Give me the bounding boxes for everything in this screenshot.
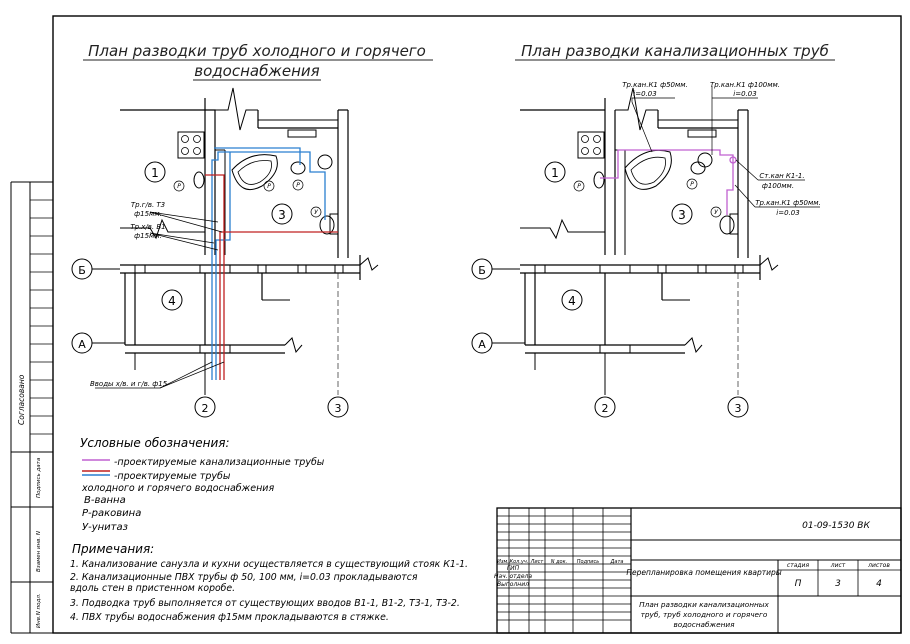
axis-2-right: 2 — [602, 402, 609, 415]
label-k1-50-a-slope: i=0.03 — [633, 90, 656, 98]
room-4-marker: 4 — [168, 294, 176, 308]
axis-a-left: А — [78, 338, 86, 351]
stamp-code: 01-09-1530 ВК — [802, 521, 870, 531]
stamp-col-list: Лист — [530, 559, 545, 565]
right-plan-title: План разводки канализационных труб — [521, 42, 829, 60]
right-floor-plan — [520, 87, 779, 395]
side-agreed-label: Согласовано — [17, 374, 26, 425]
stamp-col-kol: Кол.уч. — [510, 559, 529, 565]
room-3-marker: 3 — [278, 208, 286, 222]
side-inv-label: Инв.N подл. — [36, 593, 42, 628]
label-k1-50-b: Тр.кан.К1 ф50мм. — [755, 199, 821, 207]
legend-v: В-ванна — [84, 495, 126, 506]
room-3-marker: 3 — [678, 208, 686, 222]
side-replace-label: Взамен инв. N — [36, 531, 42, 572]
stamp-sheet-title-1: План разводки канализационных — [639, 600, 769, 609]
side-signature-label: Подпись дата — [36, 457, 42, 498]
axis-3-left: 3 — [335, 402, 342, 415]
label-k1-100: Тр.кан.К1 ф100мм. — [710, 81, 780, 89]
legend: Условные обозначения: -проектируемые кан… — [80, 436, 325, 533]
label-b1-size: ф15мм. — [134, 232, 162, 240]
legend-heading: Условные обозначения: — [80, 436, 230, 450]
fixture-toilet-label: У — [314, 209, 318, 216]
label-k1-50-a: Тр.кан.К1 ф50мм. — [622, 81, 688, 89]
stamp-col-sign: Подпись — [577, 559, 600, 565]
room-1-marker: 1 — [551, 166, 559, 180]
legend-sewer: -проектируемые канализационные трубы — [114, 457, 325, 468]
label-t3-size: ф15мм. — [134, 210, 162, 218]
stamp-sheet-title-2: труб, труб холодного и горячего — [641, 610, 768, 619]
fixture-toilet-label: У — [714, 209, 718, 216]
note-1: 1. Канализование санузла и кухни осущест… — [70, 559, 468, 570]
note-2a: 2. Канализационные ПВХ трубы ф 50, 100 м… — [70, 572, 418, 583]
stamp-col-date: Дата — [610, 559, 624, 565]
stamp-stage: П — [795, 579, 802, 589]
note-4: 4. ПВХ трубы водоснабжения ф15мм проклад… — [70, 612, 389, 623]
stamp-sheets: 4 — [876, 579, 882, 589]
label-k1-50-b-slope: i=0.03 — [776, 209, 799, 217]
left-floor-plan — [120, 87, 379, 395]
stamp-h-sheets: листов — [867, 562, 890, 569]
label-riser: Ст.кан К1-1. — [759, 172, 804, 180]
note-2b: вдоль стен в пристенном коробе. — [70, 583, 235, 594]
stamp-role-head: Нач. отдела — [494, 573, 532, 580]
fixture-sink-label: Р — [267, 183, 271, 190]
fixture-sink-label: Р — [296, 182, 300, 189]
legend-r: Р-раковина — [82, 508, 141, 519]
stamp-sheet: 3 — [835, 579, 841, 589]
notes-heading: Примечания: — [72, 542, 154, 556]
left-plan-title: План разводки труб холодного и горячего — [88, 42, 426, 60]
label-b1: Тр.х/в. В1 — [130, 223, 165, 231]
axis-2-left: 2 — [202, 402, 209, 415]
left-plan-title-2: водоснабжения — [194, 62, 319, 80]
stamp-col-doc: N док. — [551, 559, 567, 565]
legend-water-1: -проектируемые трубы — [114, 471, 231, 482]
side-strip: Согласовано Подпись дата Взамен инв. N И… — [10, 181, 53, 634]
label-riser-size: ф100мм. — [762, 182, 794, 190]
room-1-marker: 1 — [151, 166, 159, 180]
notes: Примечания: 1. Канализование санузла и к… — [70, 542, 468, 623]
legend-water-2: холодного и горячего водоснабжения — [81, 483, 274, 494]
sewer-pipes — [600, 149, 737, 215]
axis-3-right: 3 — [735, 402, 742, 415]
label-k1-100-slope: i=0.03 — [733, 90, 756, 98]
stamp-project: Перепланировка помещения квартиры — [626, 568, 781, 577]
water-pipes — [205, 147, 338, 380]
stamp-col-izm: Изм. — [497, 559, 509, 565]
stamp-sheet-title-3: водоснабжения — [674, 620, 736, 629]
label-inputs: Вводы х/в. и г/в. ф15 — [90, 380, 168, 388]
label-t3: Тр.г/в. Т3 — [131, 201, 165, 209]
stamp-h-stage: стадия — [787, 562, 810, 569]
room-4-marker: 4 — [568, 294, 576, 308]
note-3: 3. Подводка труб выполняется от существу… — [70, 598, 460, 609]
axis-a-right: А — [478, 338, 486, 351]
fixture-sink-label: Р — [690, 181, 694, 188]
title-block — [496, 507, 902, 634]
fixture-sink-label: Р — [577, 183, 581, 190]
stamp-role-gip: ГИП — [507, 565, 520, 572]
stamp-role-author: Выполнил — [497, 581, 529, 588]
axis-b-right: Б — [478, 264, 486, 277]
stamp-h-sheet: лист — [830, 562, 846, 569]
legend-u: У-унитаз — [82, 522, 128, 533]
fixture-sink-label: Р — [177, 183, 181, 190]
axis-b-left: Б — [78, 264, 86, 277]
sheet-frame — [52, 15, 902, 634]
